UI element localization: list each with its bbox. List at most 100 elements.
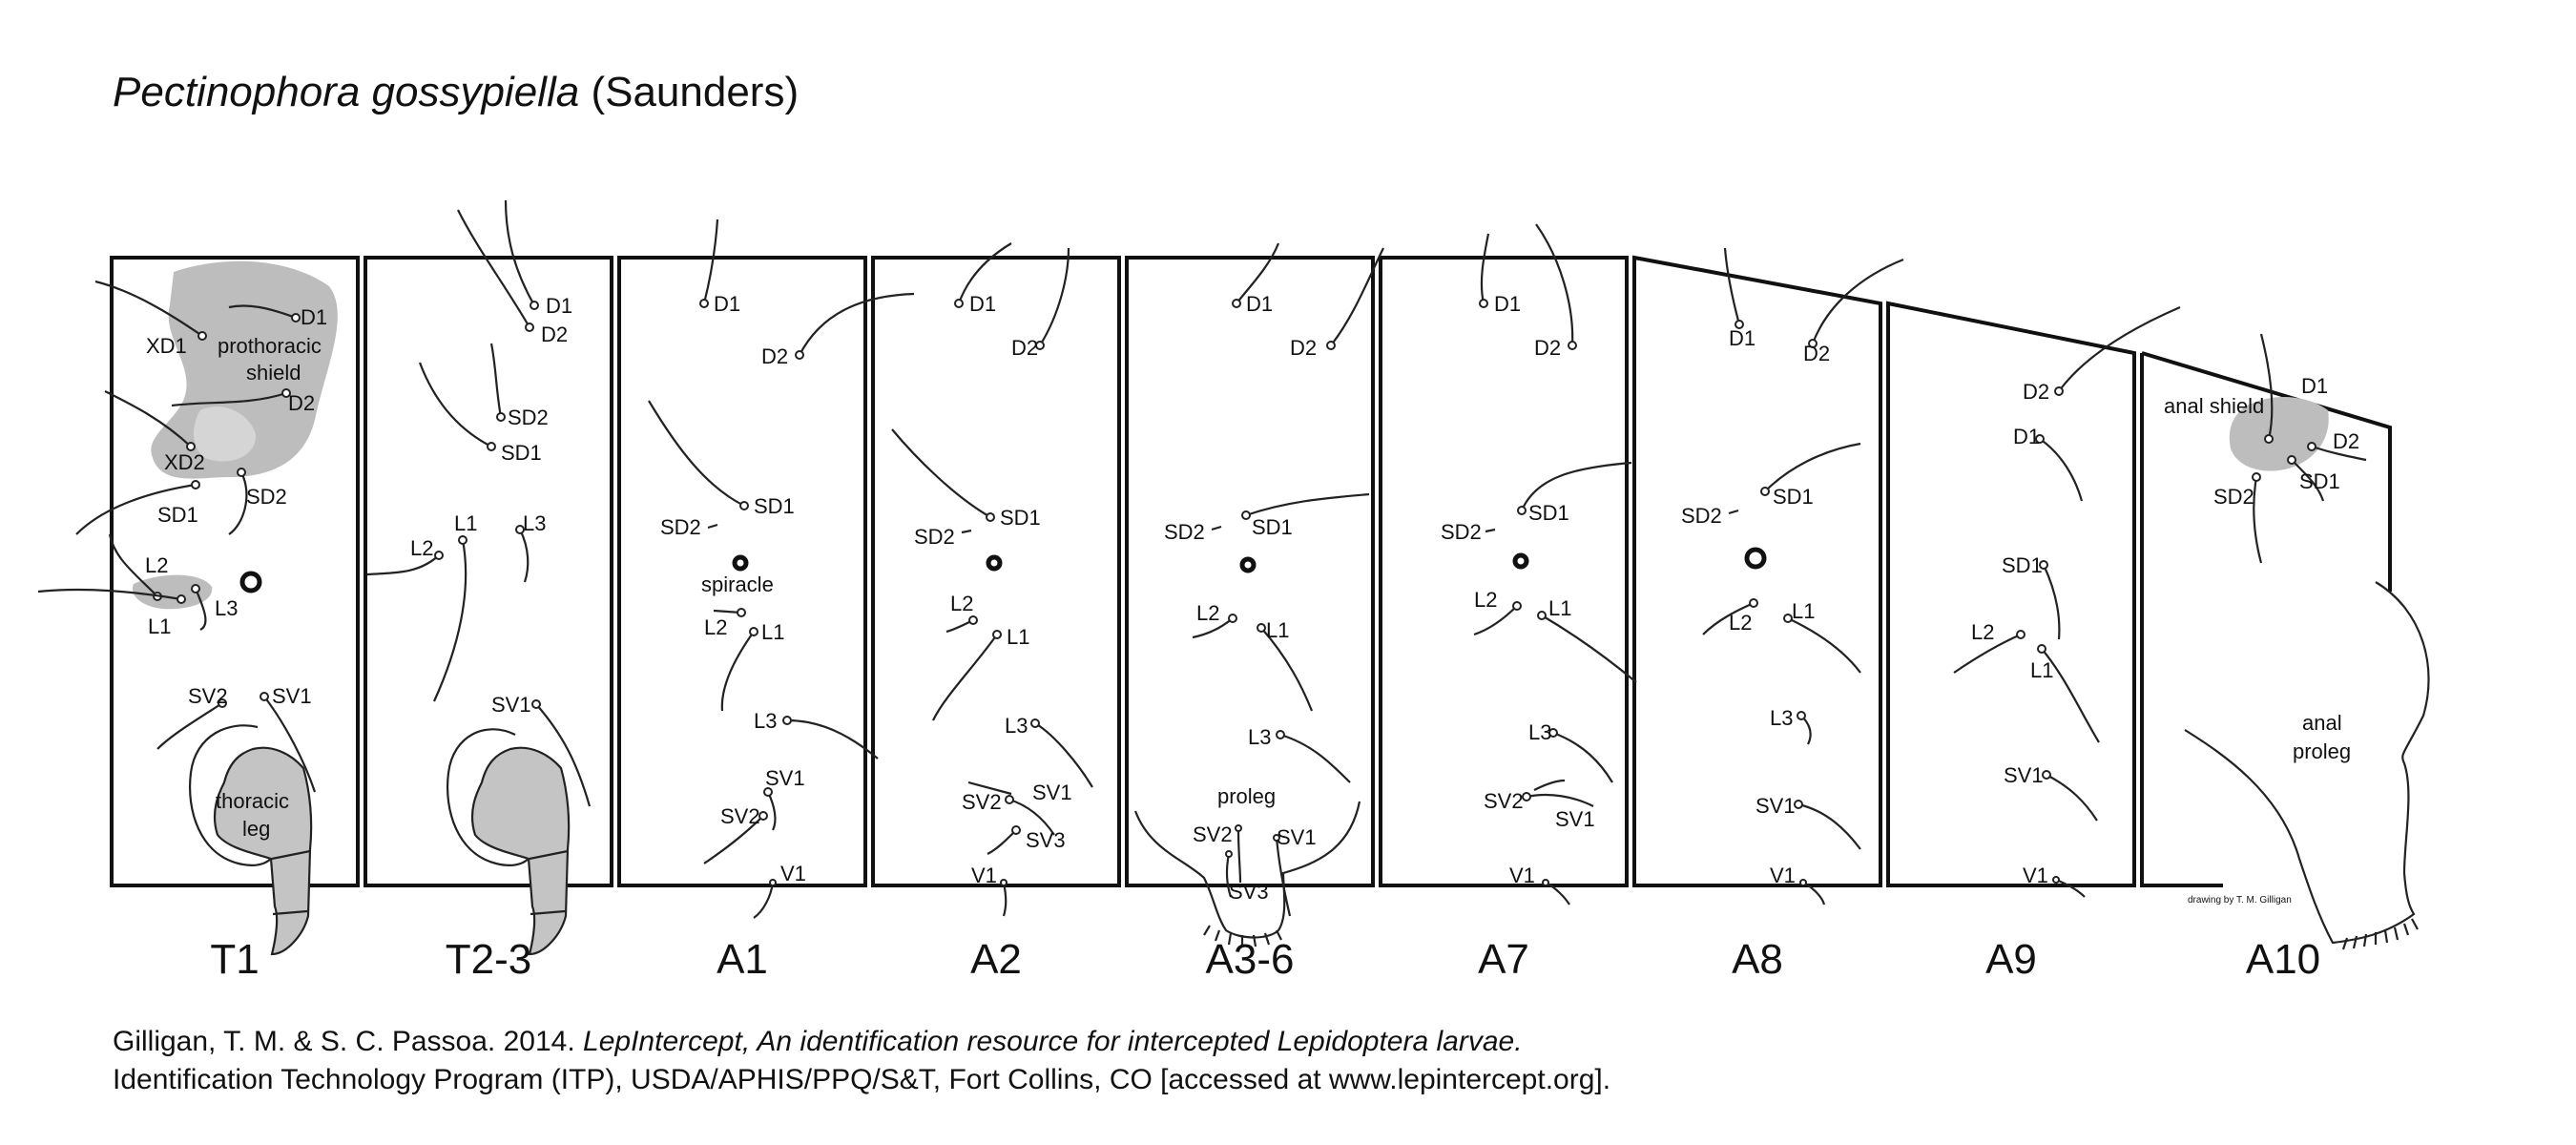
label-sd2: SD2 [246, 485, 287, 509]
label-sv1: SV1 [2004, 763, 2044, 787]
label-l2: L2 [704, 615, 727, 639]
label-sd1: SD1 [1528, 501, 1569, 525]
label-d1: D1 [1246, 292, 1273, 316]
label-sv1: SV1 [1277, 825, 1317, 849]
label-l3: L3 [754, 709, 777, 733]
label-sv1: SV1 [1555, 807, 1595, 831]
proleg-outline [1133, 801, 1361, 939]
species-author: (Saunders) [591, 69, 800, 115]
shield-patch [194, 406, 257, 462]
anal-crochets [2341, 918, 2419, 950]
label-l3: L3 [1005, 714, 1028, 738]
label-v1: V1 [2023, 864, 2048, 887]
label-anal-shield: anal shield [2164, 394, 2264, 418]
label-d1: D1 [546, 294, 572, 318]
label-sd2: SD2 [2213, 485, 2254, 509]
segment-frames [110, 255, 2392, 887]
label-l2: L2 [1474, 588, 1497, 612]
pinaculum-l [133, 574, 213, 610]
label-sd2: SD2 [914, 525, 955, 549]
label-leg: leg [242, 817, 270, 841]
label-sd1: SD1 [1000, 506, 1041, 530]
segment-a1: D1 D2 SD1 SD2 spiracle L2 L1 L3 SV1 SV2 … [648, 219, 915, 919]
label-l1: L1 [1007, 625, 1029, 649]
label-d2: D2 [1803, 342, 1830, 365]
frame-t1 [110, 256, 360, 887]
label-sd2: SD2 [508, 406, 549, 429]
segment-label-t23: T2-3 [446, 936, 531, 983]
label-d1: D1 [714, 292, 740, 316]
label-sv2: SV2 [1193, 822, 1233, 846]
spiracle-a1 [732, 554, 749, 572]
label-sd2: SD2 [1681, 504, 1722, 528]
label-proleg: proleg [2293, 739, 2351, 763]
label-d2: D2 [2333, 429, 2359, 453]
segment-label-a8: A8 [1732, 936, 1783, 983]
label-d1: D1 [301, 305, 327, 329]
anal-proleg [2184, 581, 2430, 945]
segment-label-t1: T1 [210, 936, 259, 983]
label-sv2: SV2 [720, 804, 760, 828]
drawing-credit: drawing by T. M. Gilligan [2188, 895, 2292, 906]
citation: Gilligan, T. M. & S. C. Passoa. 2014. Le… [113, 1023, 1610, 1099]
spiracle-a8 [1744, 547, 1767, 570]
label-l1: L1 [761, 620, 784, 644]
label-sd2: SD2 [660, 515, 701, 539]
label-l1: L1 [1792, 599, 1815, 623]
label-sd1: SD1 [2299, 469, 2340, 493]
label-d2: D2 [288, 391, 315, 415]
label-anal: anal [2302, 711, 2342, 735]
label-sd1: SD1 [754, 494, 795, 518]
segment-t1: D1 XD1 prothoracic shield D2 XD2 SD2 SD1… [37, 260, 338, 956]
segment-a8: D1 D2 SD2 SD1 L2 L1 L3 SV1 V1 [1681, 247, 1904, 906]
label-sv1: SV1 [1032, 781, 1072, 804]
label-d1: D1 [1494, 292, 1521, 316]
label-d1: D1 [969, 292, 996, 316]
segment-label-a36: A3-6 [1206, 936, 1295, 983]
label-sd1: SD1 [1773, 485, 1814, 509]
segment-a2: D1 D2 SD1 SD2 L2 L1 L3 SV1 SV2 SV3 V1 [891, 242, 1093, 917]
label-d2: D2 [1290, 336, 1317, 360]
spiracle-t1 [239, 571, 262, 593]
label-d1: D1 [2013, 425, 2040, 448]
label-sd1: SD1 [2002, 553, 2043, 577]
label-thoracic: thoracic [216, 789, 289, 813]
citation-line-2: Identification Technology Program (ITP),… [113, 1064, 1611, 1095]
label-l2: L2 [145, 553, 168, 577]
label-l3: L3 [523, 511, 546, 535]
label-xd2: XD2 [164, 450, 205, 474]
label-sv1: SV1 [1755, 794, 1796, 818]
frame-t23 [364, 256, 613, 887]
segment-label-a1: A1 [717, 936, 768, 983]
frame-a9 [1886, 301, 2136, 887]
label-shield: shield [246, 361, 301, 385]
label-l3: L3 [215, 596, 238, 620]
label-d2: D2 [761, 344, 788, 368]
segment-a7: D1 D2 SD1 SD2 L2 L1 L3 SV2 SV1 V1 [1441, 223, 1637, 906]
label-v1: V1 [780, 862, 806, 885]
label-proleg: proleg [1217, 784, 1276, 808]
segment-t23: D1 D2 SD2 SD1 L1 L3 L2 SV1 [366, 199, 592, 956]
label-l2: L2 [950, 592, 973, 615]
label-sv1: SV1 [272, 684, 312, 708]
thoracic-leg-t23 [470, 746, 571, 956]
crochets [1203, 925, 1282, 947]
label-sd1: SD1 [501, 441, 542, 465]
thoracic-leg [213, 746, 313, 956]
frame-a36 [1125, 256, 1375, 887]
label-sv3: SV3 [1026, 828, 1066, 852]
frame-a10-left [2140, 353, 2223, 887]
label-sv3: SV3 [1229, 880, 1269, 904]
label-l2: L2 [1196, 601, 1219, 625]
anal-shield [2229, 396, 2329, 471]
label-sd2: SD2 [1441, 520, 1482, 544]
species-name: Pectinophora gossypiella [113, 69, 580, 115]
label-sv1: SV1 [491, 693, 531, 717]
spiracle-a2 [986, 554, 1003, 572]
label-l3: L3 [1248, 725, 1271, 749]
label-v1: V1 [1509, 864, 1535, 887]
label-sv2: SV2 [188, 684, 228, 708]
label-l1: L1 [454, 511, 477, 535]
segment-label-a7: A7 [1478, 936, 1529, 983]
